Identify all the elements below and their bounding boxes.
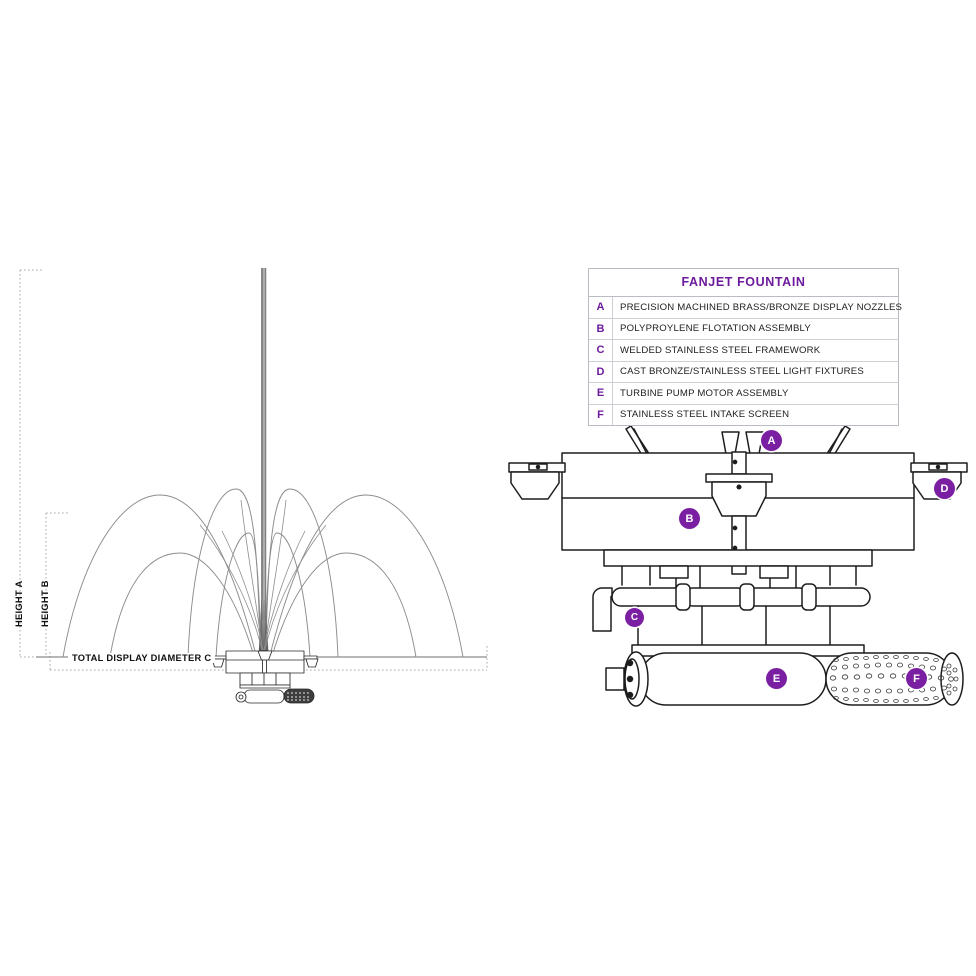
height-a-label: HEIGHT A [14,580,24,627]
legend-key-c: C [589,340,613,361]
intake-screen-perforations [829,655,959,703]
legend-key-f: F [589,404,613,425]
callout-badge-b: B [679,508,700,529]
callout-badge-c: C [625,608,644,627]
fan-jet-streams [199,499,327,651]
legend-row-b: B POLYPROYLENE FLOTATION ASSEMBLY [589,318,898,340]
dimension-lines [19,269,488,671]
legend-key-a: A [589,297,613,318]
legend-key-e: E [589,383,613,404]
legend-desc-e: TURBINE PUMP MOTOR ASSEMBLY [620,387,789,399]
display-nozzles [625,425,851,456]
legend-key-b: B [589,318,613,339]
spray-arcs [62,488,464,658]
legend-row-c: C WELDED STAINLESS STEEL FRAMEWORK [589,340,898,362]
legend-desc-a: PRECISION MACHINED BRASS/BRONZE DISPLAY … [620,301,903,313]
height-b-label: HEIGHT B [40,580,50,627]
legend-desc-c: WELDED STAINLESS STEEL FRAMEWORK [620,344,821,356]
callout-badge-f: F [906,668,927,689]
fountain-unit-small [211,650,319,704]
callout-badge-d: D [934,478,955,499]
legend-desc-f: STAINLESS STEEL INTAKE SCREEN [620,409,790,421]
legend-key-d: D [589,361,613,382]
callout-badge-e: E [766,668,787,689]
pump-motor-assembly [605,651,827,707]
legend-desc-b: POLYPROYLENE FLOTATION ASSEMBLY [620,323,811,335]
legend-row-d: D CAST BRONZE/STAINLESS STEEL LIGHT FIXT… [589,361,898,383]
light-fixture-left [508,462,566,500]
legend-title: FANJET FOUNTAIN [589,269,898,297]
total-display-diameter-label: TOTAL DISPLAY DIAMETER C [68,653,216,663]
stainless-framework [592,549,873,657]
legend-table: FANJET FOUNTAIN A PRECISION MACHINED BRA… [588,268,902,426]
callout-badge-a: A [761,430,782,451]
legend-row-a: A PRECISION MACHINED BRASS/BRONZE DISPLA… [589,297,902,319]
legend-desc-d: CAST BRONZE/STAINLESS STEEL LIGHT FIXTUR… [620,366,864,378]
legend-row-f: F STAINLESS STEEL INTAKE SCREEN [589,404,898,425]
legend-row-e: E TURBINE PUMP MOTOR ASSEMBLY [589,383,898,405]
